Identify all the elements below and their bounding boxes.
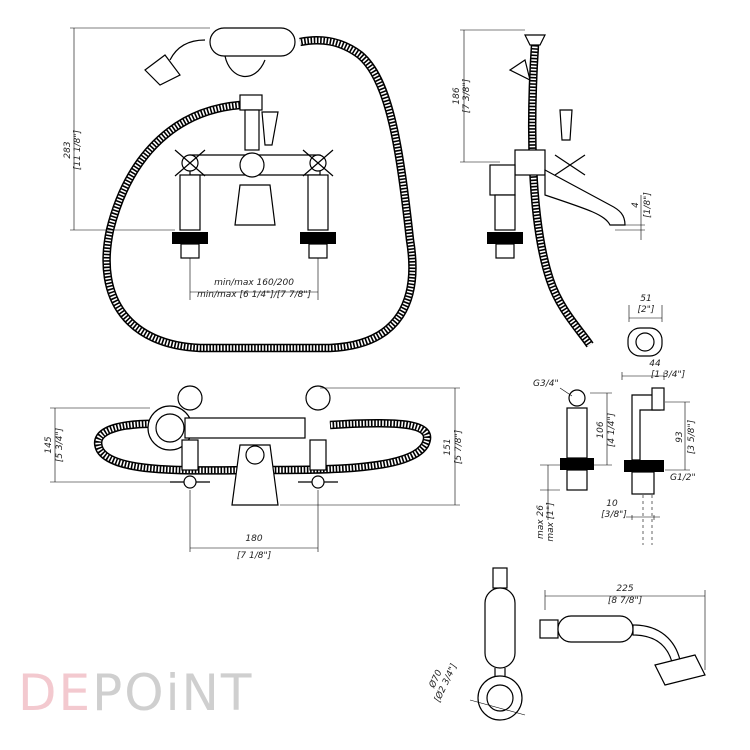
dim-93-in: [3 5/8"] (687, 419, 697, 454)
dim-44-in: [1 3/4"] (651, 370, 686, 380)
dim-180-in: [7 1/8"] (237, 551, 272, 561)
logo-part1: DE (18, 664, 93, 722)
label-g34: G3/4" (533, 379, 559, 389)
dim-max26: max 26 (536, 505, 546, 539)
dim-151-in: [5 7/8"] (454, 429, 464, 464)
brand-logo: DEPOiNT (18, 668, 253, 718)
dim-151: 151 (443, 438, 453, 455)
top-detail-view: 51 [2"] (627, 294, 663, 357)
dim-186-in: [7 3/8"] (462, 78, 472, 113)
dim-51-in: [2"] (638, 305, 655, 315)
dim-283-in: [11 1/8"] (73, 130, 83, 170)
handset-views: 225 [8 7/8"] Ø70 [Ø2 3/4"] (426, 567, 706, 721)
dim-180: 180 (245, 534, 262, 544)
dim-44: 44 (649, 359, 661, 369)
side-view: 186 [7 3/8"] 4 [1/8"] (452, 29, 653, 348)
dim-minmax-mm: min/max 160/200 (214, 278, 294, 288)
plan-view: 145 [5 3/4"] 151 [5 7/8"] 180 [7 1/8"] (44, 385, 464, 561)
dim-225: 225 (616, 584, 633, 594)
dim-106: 106 (596, 421, 606, 438)
dim-51: 51 (640, 294, 651, 304)
dim-4: 4 (631, 202, 641, 208)
dim-186: 186 (452, 87, 462, 104)
label-g12: G1/2" (670, 473, 696, 483)
dim-145: 145 (44, 436, 54, 453)
logo-part2: POiNT (92, 664, 254, 722)
dim-10-in: [3/8"] (601, 510, 627, 520)
dim-max1: max [1"] (546, 502, 556, 542)
dim-106-in: [4 1/4"] (607, 412, 617, 447)
dim-145-in: [5 3/4"] (55, 427, 65, 462)
dim-225-in: [8 7/8"] (608, 596, 643, 606)
dim-93: 93 (675, 431, 685, 443)
dim-4-in: [1/8"] (643, 192, 653, 218)
dim-283: 283 (63, 141, 73, 158)
dim-minmax-in: min/max [6 1/4"]/[7 7/8"] (197, 290, 311, 300)
valve-detail-view: G3/4" 106 [4 1/4"] 44 [1 3/4"] 93 [3 5/8… (533, 359, 697, 545)
dim-10: 10 (606, 499, 618, 509)
front-view: 283 [11 1/8"] min/max 160/200 min/max [6… (63, 27, 417, 353)
